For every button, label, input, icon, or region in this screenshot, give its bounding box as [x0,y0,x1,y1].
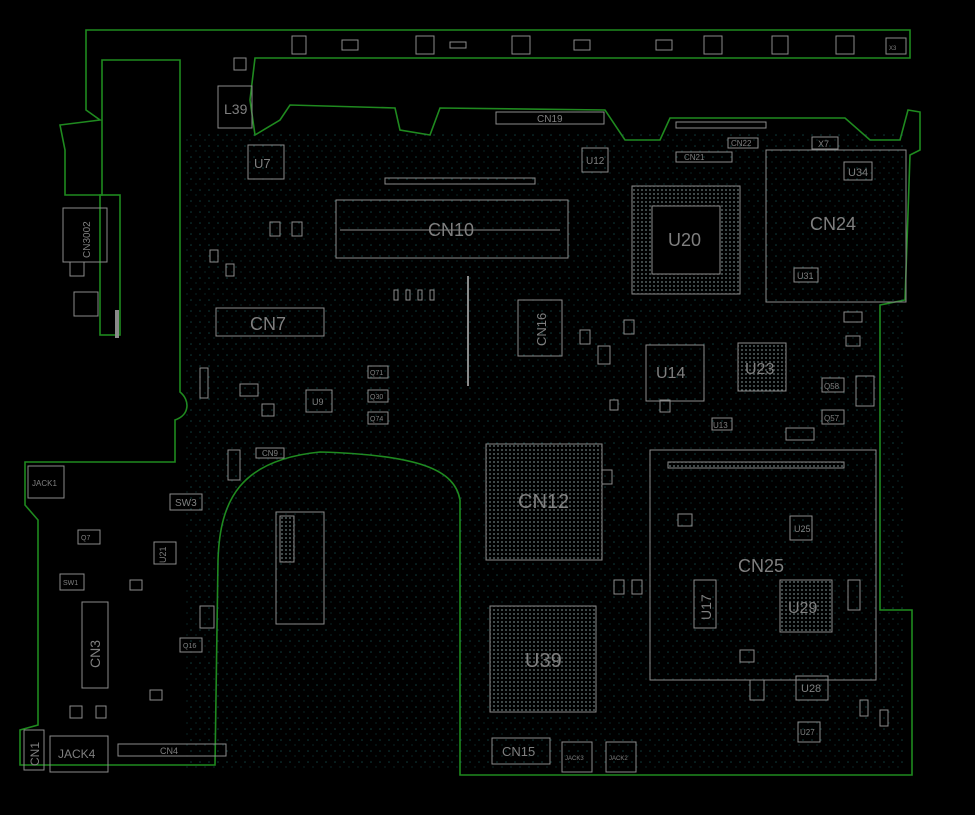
label-cn19: CN19 [537,114,563,125]
component-jack3 [561,741,593,773]
component-cn3 [81,601,109,689]
label-u12: U12 [586,156,605,167]
label-u29: U29 [788,600,817,617]
label-jack4: JACK4 [58,747,96,761]
label-u21: U21 [158,546,168,563]
label-cn22: CN22 [731,139,752,148]
label-u39: U39 [525,650,562,672]
label-u9: U9 [312,397,324,407]
component-u29 [779,579,833,633]
label-cn3002: CN3002 [82,221,93,258]
label-x7: X7 [818,139,829,149]
component-cn10 [335,199,569,259]
label-x3: X3 [889,46,897,52]
label-cn4: CN4 [160,746,178,756]
label-cn1: CN1 [28,742,42,766]
label-jack2: JACK2 [609,756,628,762]
component-cn3002 [62,207,108,263]
component-u17 [693,579,717,629]
label-u13: U13 [713,421,728,430]
label-cn3: CN3 [87,640,103,668]
small-components [69,221,889,727]
component-u9 [305,389,333,413]
label-u31: U31 [797,271,814,281]
component-x7 [811,136,839,150]
component-cn12 [485,443,603,561]
component-cn15 [491,737,551,765]
label-cn10: CN10 [428,220,474,240]
label-jack1: JACK1 [32,479,57,488]
label-u14: U14 [656,365,685,382]
component-cn16 [517,299,563,357]
label-cn12: CN12 [518,491,569,513]
label-u28: U28 [801,683,821,695]
label-u27: U27 [800,728,815,737]
label-sw1: SW1 [63,580,78,587]
component-u7 [247,144,285,180]
top-connector-strip: X3 [291,35,907,55]
component-cn1 [23,729,45,771]
component-u23 [737,342,787,392]
component-cn24 [765,149,907,303]
label-sw3: SW3 [175,498,197,509]
component-u39 [489,605,597,713]
label-u23: U23 [745,361,774,378]
component-jack2 [605,741,637,773]
component-u14 [645,344,705,402]
component-cn4 [117,743,227,757]
label-jack3: JACK3 [565,756,584,762]
label-cn16: CN16 [534,313,549,346]
label-q71: Q71 [370,370,383,377]
component-cn19 [495,111,605,125]
label-cn21: CN21 [684,153,705,162]
label-cn9: CN9 [262,449,279,458]
label-u25: U25 [794,524,811,534]
component-u12 [581,147,609,173]
component-cn22 [727,137,759,149]
label-cn15: CN15 [502,744,535,759]
label-q57: Q57 [824,414,840,423]
label-q7: Q7 [81,535,90,542]
label-cn25: CN25 [738,556,784,576]
component-sw3 [169,493,203,511]
label-q58: Q58 [824,382,840,391]
component-jack4 [49,735,109,773]
label-u20: U20 [668,230,701,250]
component-jack1 [27,465,65,499]
board-notch [99,194,121,336]
label-q74: Q74 [370,416,383,423]
label-u17: U17 [698,594,714,620]
label-u7: U7 [254,156,271,171]
label-cn7: CN7 [250,314,286,334]
component-cn7 [215,307,325,337]
label-l39: L39 [224,101,248,117]
component-l39 [217,85,253,129]
label-q16: Q16 [183,643,196,650]
label-u34: U34 [848,167,868,179]
label-q30: Q30 [370,394,383,401]
label-cn24: CN24 [810,214,856,234]
